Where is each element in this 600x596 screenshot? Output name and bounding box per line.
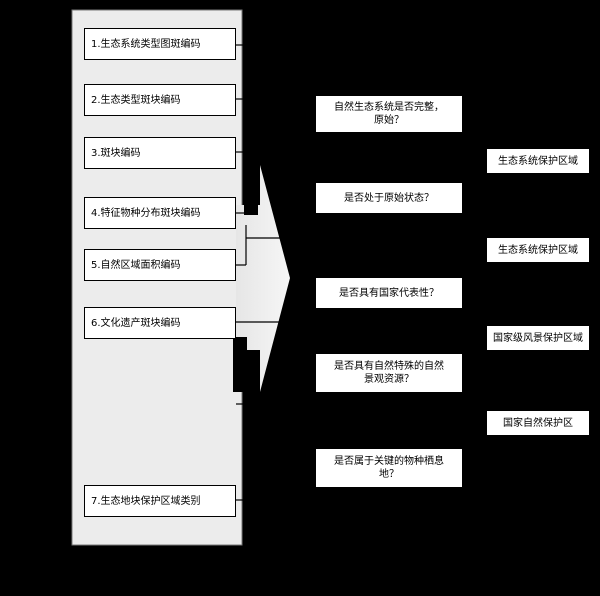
question-box-3: 是否具有国家代表性？: [315, 277, 463, 309]
step-box-7: 7.生态地块保护区域类别: [84, 485, 236, 517]
step-box-3: 3.斑块编码: [84, 137, 236, 169]
flow-arrow: [236, 165, 290, 392]
question-box-1: 自然生态系统是否完整， 原始？: [315, 95, 463, 133]
divider-bar: [233, 337, 247, 392]
step-box-6: 6.文化遗产斑块编码: [84, 307, 236, 339]
result-box-3: 国家级风景保护区域: [486, 325, 590, 351]
step-box-4: 4.特征物种分布斑块编码: [84, 197, 236, 229]
result-box-2: 生态系统保护区域: [486, 237, 590, 263]
step-box-1: 1.生态系统类型图斑编码: [84, 28, 236, 60]
question-box-2: 是否处于原始状态？: [315, 182, 463, 214]
result-box-1: 生态系统保护区域: [486, 148, 590, 174]
question-box-5: 是否属于关键的物种栖息 地？: [315, 448, 463, 488]
question-box-4: 是否具有自然特殊的自然 景观资源？: [315, 353, 463, 393]
result-box-4: 国家自然保护区: [486, 410, 590, 436]
step-box-2: 2.生态类型斑块编码: [84, 84, 236, 116]
divider-bar: [244, 160, 258, 215]
step-box-5: 5.自然区域面积编码: [84, 249, 236, 281]
